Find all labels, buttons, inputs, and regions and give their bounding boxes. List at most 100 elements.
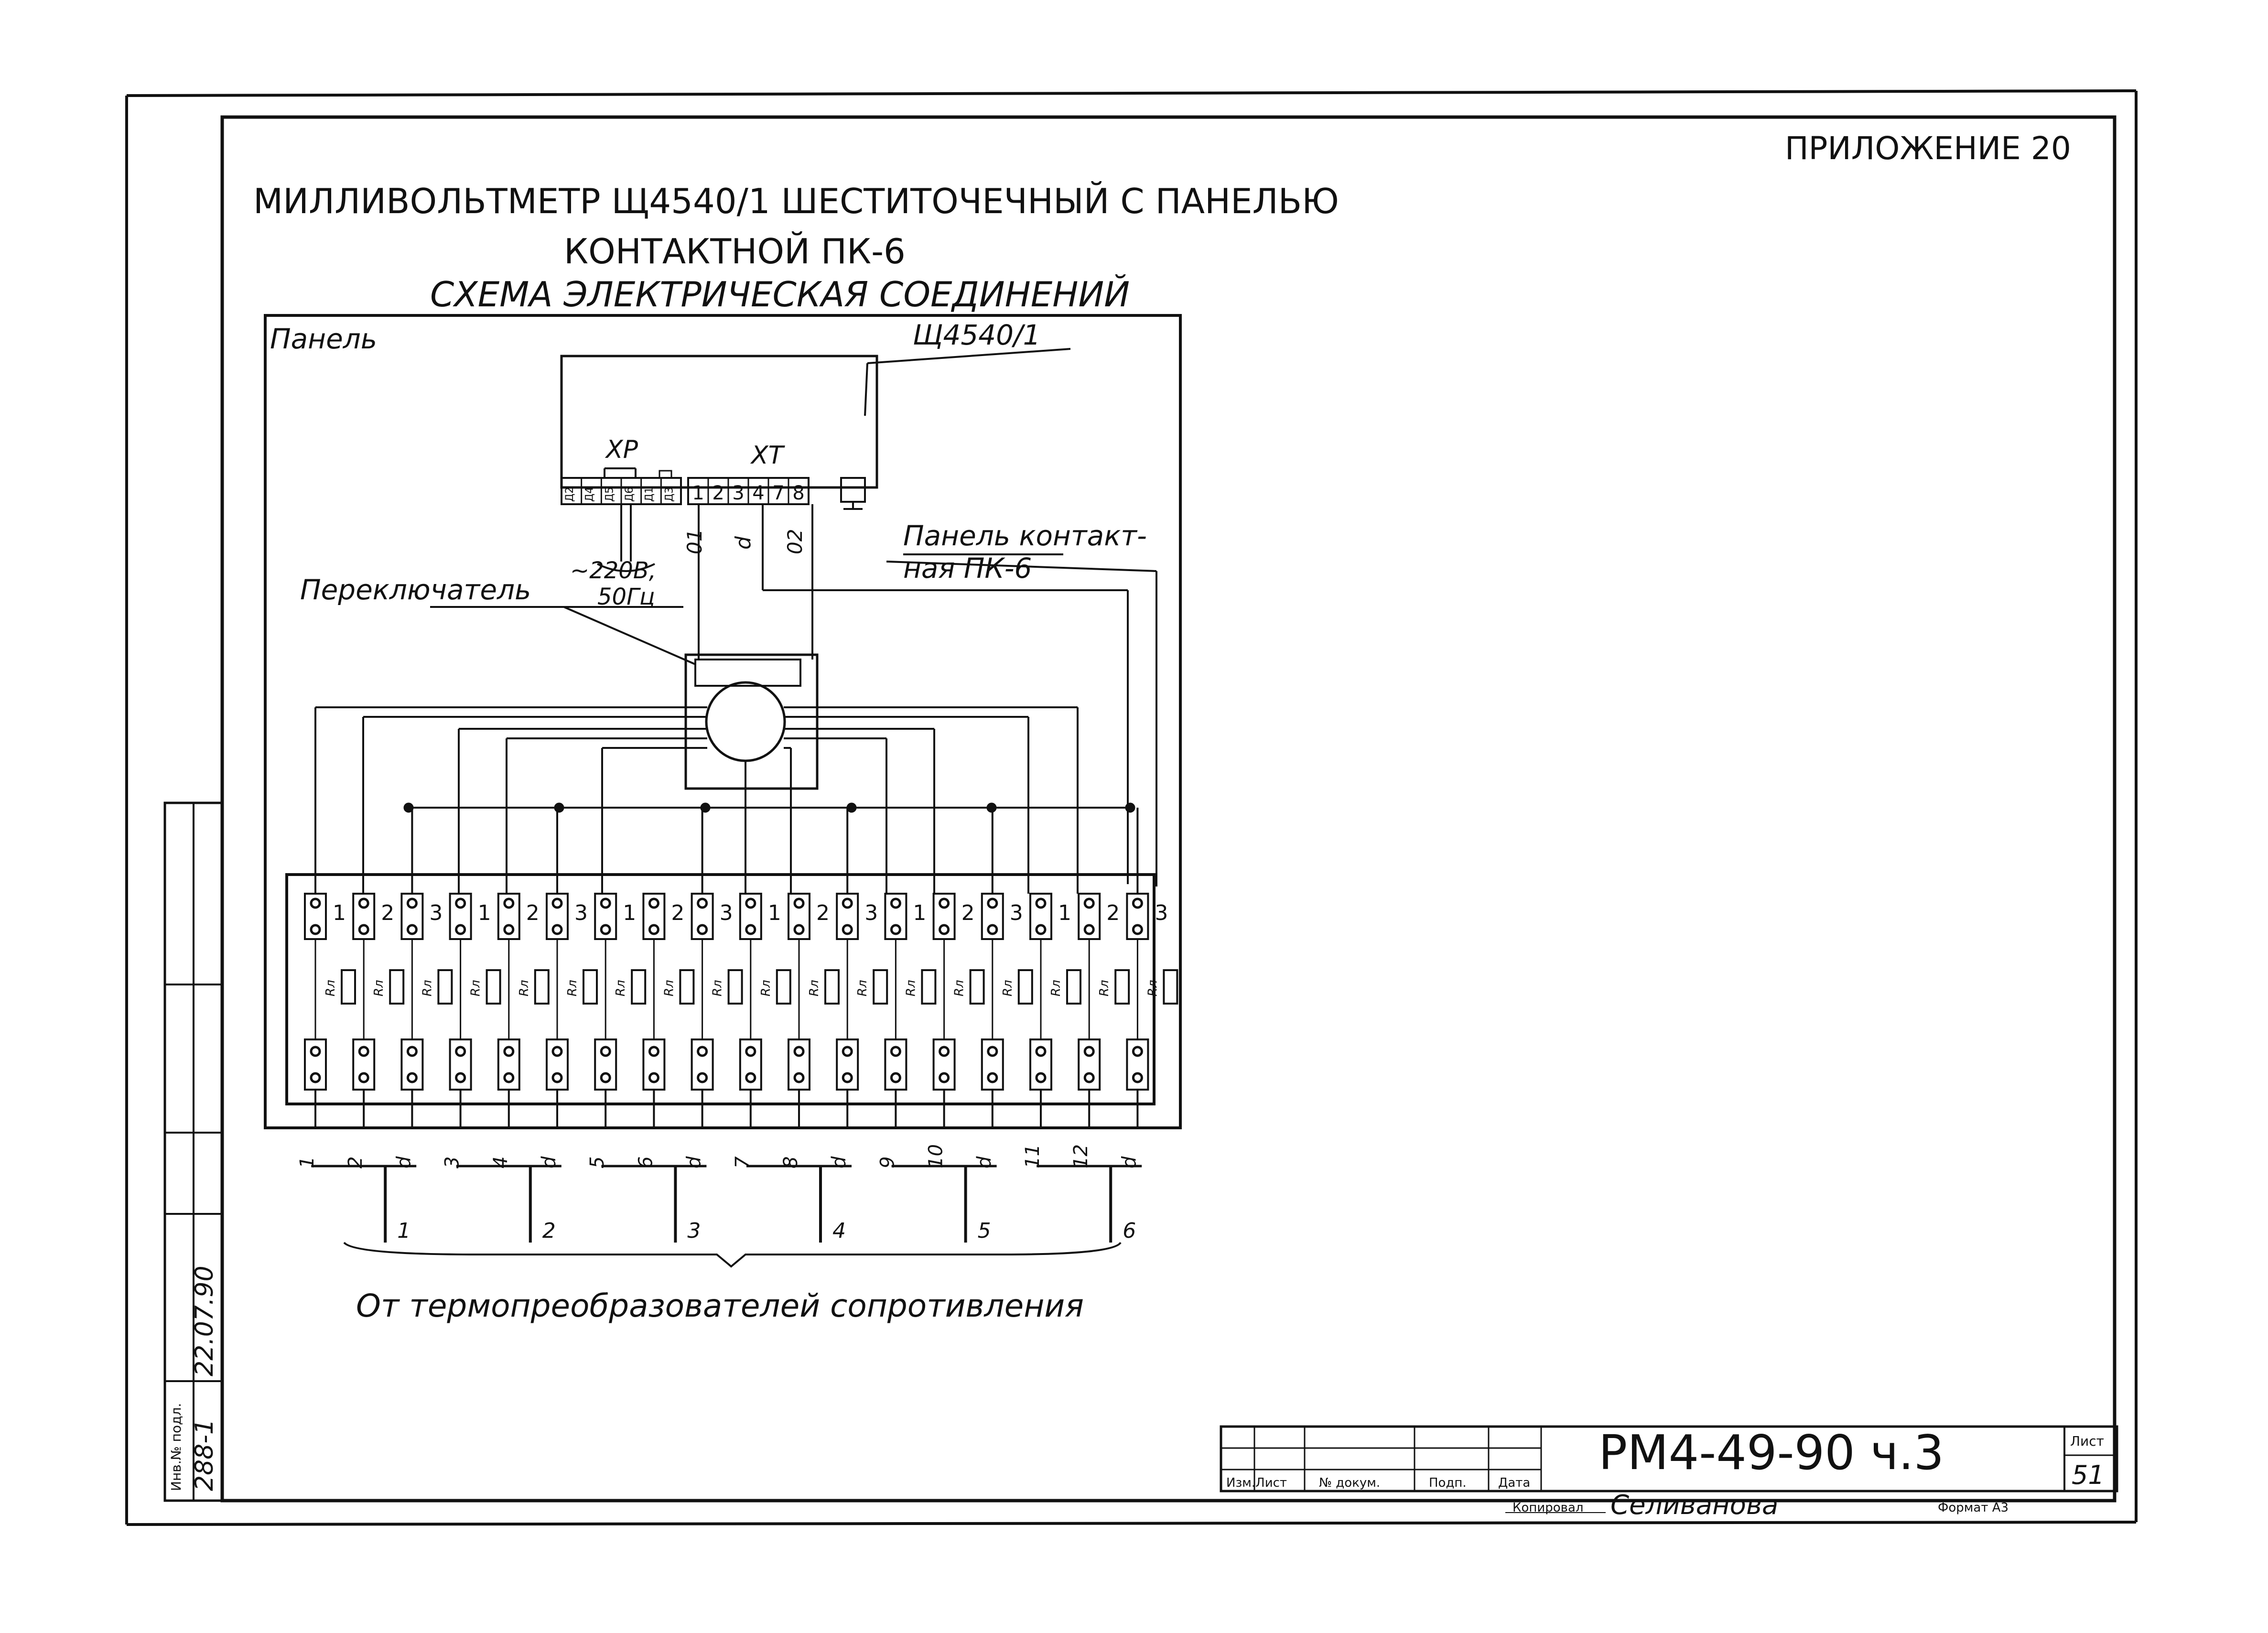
lower-terminal-point (455, 1046, 466, 1057)
channel-number: 2 (671, 901, 684, 925)
channel-number: 2 (961, 901, 975, 925)
upper-terminal-point (793, 898, 805, 909)
xt-pin-label: 4 (752, 482, 764, 504)
device-name: Щ4540/1 (913, 319, 1041, 351)
resistor-label: Rл (904, 980, 918, 996)
upper-terminal-point (551, 924, 563, 935)
xp-pin-label: Д3 (663, 487, 675, 502)
xp-small-block (659, 470, 672, 479)
upper-terminal-point (503, 924, 515, 935)
title-line-3: СХЕМА ЭЛЕКТРИЧЕСКАЯ СОЕДИНЕНИЙ (430, 274, 1130, 314)
channel-number: 2 (816, 901, 830, 925)
xp-pin-label: Д6 (624, 487, 636, 502)
terminal-label: d (973, 1156, 995, 1168)
upper-terminal (642, 893, 666, 940)
format-label: Формат А3 (1938, 1501, 2009, 1515)
resistor-label: Rл (614, 980, 628, 996)
terminal-label: d (683, 1156, 705, 1168)
upper-terminal (1078, 893, 1101, 940)
side-stamp-inv-label: Инв.№ подл. (168, 1403, 184, 1491)
upper-terminal (400, 893, 424, 940)
upper-terminal (449, 893, 472, 940)
resistor-label: Rл (711, 980, 725, 996)
title-block-frame (1220, 1425, 2118, 1492)
title-line-1: МИЛЛИВОЛЬТМЕТР Щ4540/1 ШЕСТИТОЧЕЧНЫЙ С П… (253, 181, 1339, 221)
upper-terminal-point (1035, 924, 1047, 935)
channel-number: 3 (1010, 901, 1023, 925)
upper-terminal-point (987, 898, 998, 909)
channel-number: 1 (768, 901, 781, 925)
upper-terminal (981, 893, 1004, 940)
terminal-label: 10 (925, 1144, 947, 1168)
sensor-number: 2 (542, 1219, 556, 1243)
upper-terminal-point (503, 898, 515, 909)
xp-pin-label: Д1 (644, 487, 656, 502)
upper-terminal-point (842, 924, 853, 935)
lower-terminal-point (551, 1072, 563, 1083)
upper-terminal-point (358, 898, 369, 909)
ground-terminal (840, 477, 866, 503)
lower-terminal-point (1132, 1072, 1143, 1083)
col-doc: № докум. (1319, 1476, 1381, 1490)
contact-panel-leader-base (886, 561, 1157, 572)
upper-terminal-point (358, 924, 369, 935)
upper-terminal (932, 893, 956, 940)
sheet-frame-top (126, 89, 2137, 97)
side-stamp-sign-value: 22.07.90 (190, 1265, 219, 1376)
xp-pin-label: Д4 (584, 487, 596, 502)
terminal-label: 1 (296, 1157, 318, 1168)
channel-number: 3 (574, 901, 588, 925)
xt-pin-label: 1 (692, 482, 704, 504)
col-sign: Подп. (1429, 1476, 1467, 1490)
line-resistor (969, 969, 985, 1005)
terminal-label: d (828, 1156, 850, 1168)
resistor-label: Rл (662, 980, 676, 996)
bus-junction (1125, 802, 1135, 813)
upper-terminal (352, 893, 376, 940)
resistor-label: Rл (469, 980, 483, 996)
device-leader-underline (867, 348, 1071, 364)
upper-terminal-point (745, 898, 756, 909)
upper-terminal-point (455, 898, 466, 909)
lower-terminal-point (600, 1072, 611, 1083)
lower-terminal-point (1132, 1046, 1143, 1057)
channel-number: 3 (1155, 901, 1168, 925)
sheet-label: Лист (2070, 1433, 2104, 1449)
resistor-label: Rл (1097, 980, 1112, 996)
lower-terminal-point (987, 1046, 998, 1057)
terminal-label: 4 (490, 1157, 512, 1168)
channel-number: 3 (864, 901, 878, 925)
upper-terminal-point (455, 924, 466, 935)
lower-terminal-point (503, 1046, 515, 1057)
line-resistor (776, 969, 791, 1005)
lower-terminal-point (890, 1072, 901, 1083)
upper-terminal-point (648, 924, 659, 935)
lower-terminal-point (358, 1046, 369, 1057)
sources-label: От термопреобразователей сопротивления (356, 1287, 1084, 1324)
contact-panel-label-1: Панель контакт- (903, 519, 1147, 552)
lower-terminal-point (406, 1072, 418, 1083)
upper-terminal-point (1083, 898, 1095, 909)
lower-terminal-point (745, 1072, 756, 1083)
xp-label: ХР (606, 435, 638, 464)
lower-terminal-point (842, 1072, 853, 1083)
switch-rotor (705, 681, 786, 762)
device-leader-line (864, 363, 868, 416)
upper-terminal-point (793, 924, 805, 935)
channel-number: 1 (333, 901, 346, 925)
resistor-label: Rл (372, 980, 386, 996)
line-resistor (486, 969, 501, 1005)
lower-terminal-point (1035, 1072, 1047, 1083)
lower-terminal-point (1083, 1072, 1095, 1083)
copied-name: Селиванова (1610, 1490, 1779, 1521)
upper-terminal (594, 893, 617, 940)
wire-label-02: 02 (783, 529, 807, 554)
line-resistor (727, 969, 743, 1005)
terminal-label: 3 (442, 1157, 464, 1168)
upper-terminal-point (1035, 898, 1047, 909)
channel-number: 1 (478, 901, 491, 925)
sensor-number: 3 (687, 1219, 701, 1243)
upper-terminal-point (406, 924, 418, 935)
millivoltmeter-body (560, 355, 878, 489)
